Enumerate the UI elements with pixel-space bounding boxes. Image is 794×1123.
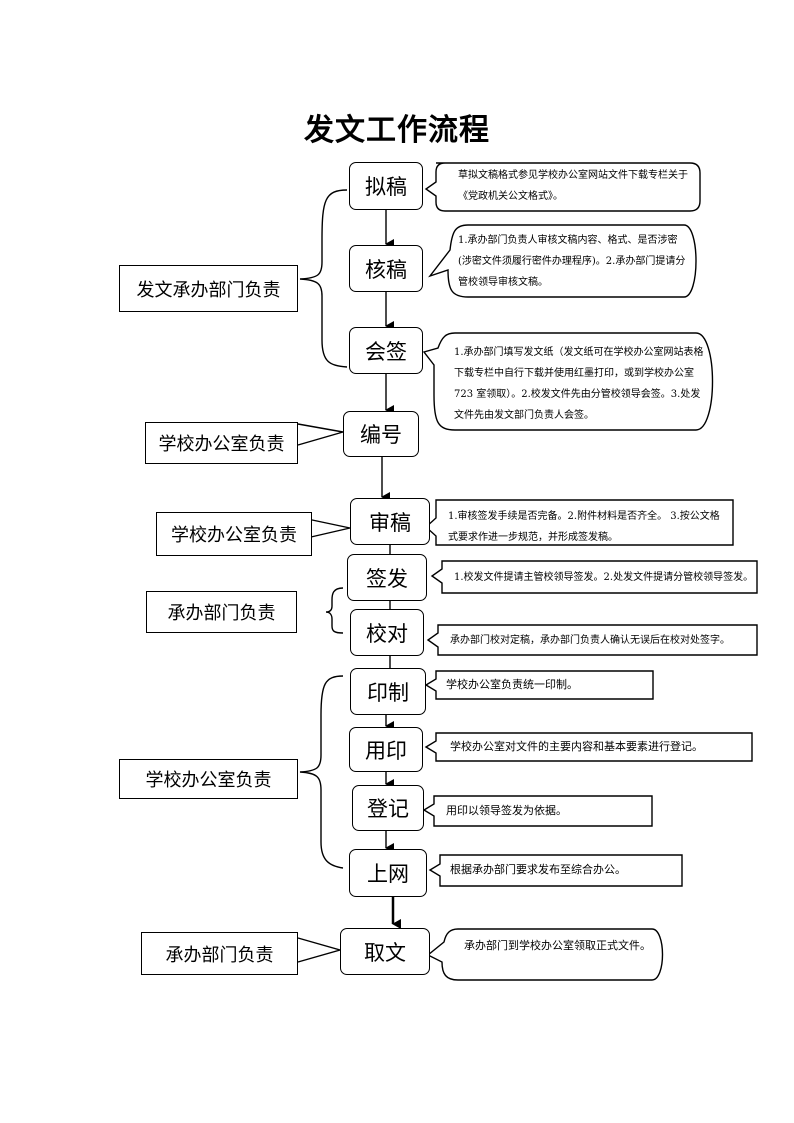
step-countersign: 会签 — [349, 327, 423, 374]
brace-1 — [299, 189, 348, 368]
note-seal: 学校办公室对文件的主要内容和基本要素进行登记。 — [450, 740, 703, 753]
role-issuing-department: 发文承办部门负责 — [119, 265, 298, 312]
note-review-draft: 1.承办部门负责人审核文稿内容、格式、是否涉密(涉密文件须履行密件办理程序)。2… — [458, 235, 686, 288]
step-seal: 用印 — [349, 727, 423, 772]
callout-11 — [426, 928, 664, 981]
brace-3 — [299, 675, 344, 869]
callout-6 — [426, 624, 758, 656]
role-pointer-6 — [297, 937, 343, 963]
role-department-collect: 承办部门负责 — [141, 932, 298, 975]
note-collect: 承办部门到学校办公室领取正式文件。 — [464, 939, 651, 952]
step-review-draft: 核稿 — [349, 245, 423, 292]
role-school-office-audit: 学校办公室负责 — [156, 512, 312, 556]
step-print: 印制 — [350, 668, 426, 715]
note-draft: 草拟文稿格式参见学校办公室网站文件下载专栏关于《党政机关公文格式》。 — [458, 170, 688, 202]
callout-2 — [428, 224, 697, 298]
callout-9 — [422, 795, 653, 827]
callout-10 — [428, 854, 683, 887]
note-countersign: 1.承办部门填写发文纸（发文纸可在学校办公室网站表格下载专栏中自行下载并使用红墨… — [454, 347, 704, 421]
step-collect: 取文 — [340, 928, 430, 975]
note-audit: 1.审核签发手续是否完备。2.附件材料是否齐全。 3.按公文格式要求作进一步规范… — [448, 511, 720, 543]
callout-5 — [430, 560, 758, 594]
step-proofread: 校对 — [350, 609, 424, 656]
callout-3 — [422, 332, 714, 431]
step-issue: 签发 — [347, 554, 427, 601]
callout-8 — [424, 732, 753, 762]
note-proofread: 承办部门校对定稿，承办部门负责人确认无误后在校对处签字。 — [450, 635, 730, 646]
step-register: 登记 — [352, 785, 424, 831]
brace-2 — [325, 587, 344, 634]
page-title: 发文工作流程 — [304, 113, 490, 148]
step-draft: 拟稿 — [349, 162, 423, 210]
step-audit: 审稿 — [350, 498, 430, 545]
role-department-sign-proof: 承办部门负责 — [146, 591, 297, 633]
role-school-office-numbering: 学校办公室负责 — [145, 422, 298, 464]
step-publish: 上网 — [349, 849, 427, 897]
note-issue: 1.校发文件提请主管校领导签发。2.处发文件提请分管校领导签发。 — [454, 572, 754, 583]
role-pointer-2 — [297, 423, 344, 446]
callout-4 — [424, 499, 734, 546]
callout-1 — [424, 162, 701, 212]
callout-7 — [424, 670, 654, 700]
note-publish: 根据承办部门要求发布至综合办公。 — [450, 863, 626, 876]
note-print: 学校办公室负责统一印制。 — [446, 678, 578, 691]
step-numbering: 编号 — [343, 411, 419, 457]
role-school-office-print: 学校办公室负责 — [119, 759, 298, 799]
note-register: 用印以领导签发为依据。 — [446, 804, 567, 817]
